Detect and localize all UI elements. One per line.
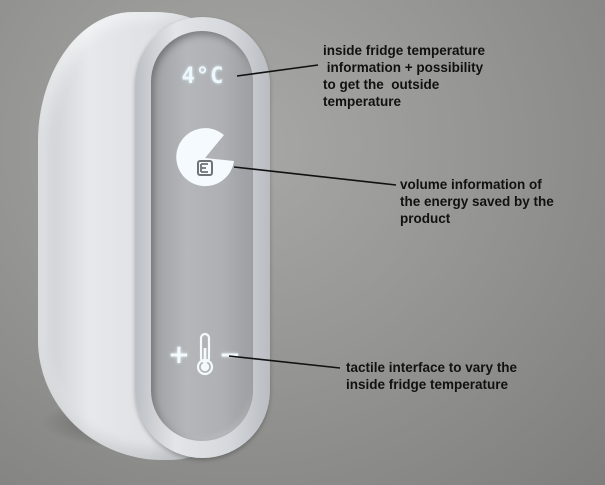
thermometer-icon[interactable] [195,332,215,376]
annotation-temperature-info: inside fridge temperature information + … [323,43,486,109]
annotation-tactile-interface: tactile interface to vary the inside fri… [346,360,518,392]
leader-line-controls [228,355,341,369]
tactile-controls: + − [165,332,245,376]
annotation-energy-info: volume information of the energy saved b… [400,177,554,226]
leader-line-energy [233,166,397,186]
brand-logo-icon [197,160,213,176]
temperature-increase-button[interactable]: + [168,340,190,370]
temperature-decrease-button[interactable]: − [219,340,241,370]
temperature-readout[interactable]: 4°C [181,64,225,89]
energy-saved-pie-icon[interactable] [172,125,238,191]
leader-line-temperature [236,64,319,77]
